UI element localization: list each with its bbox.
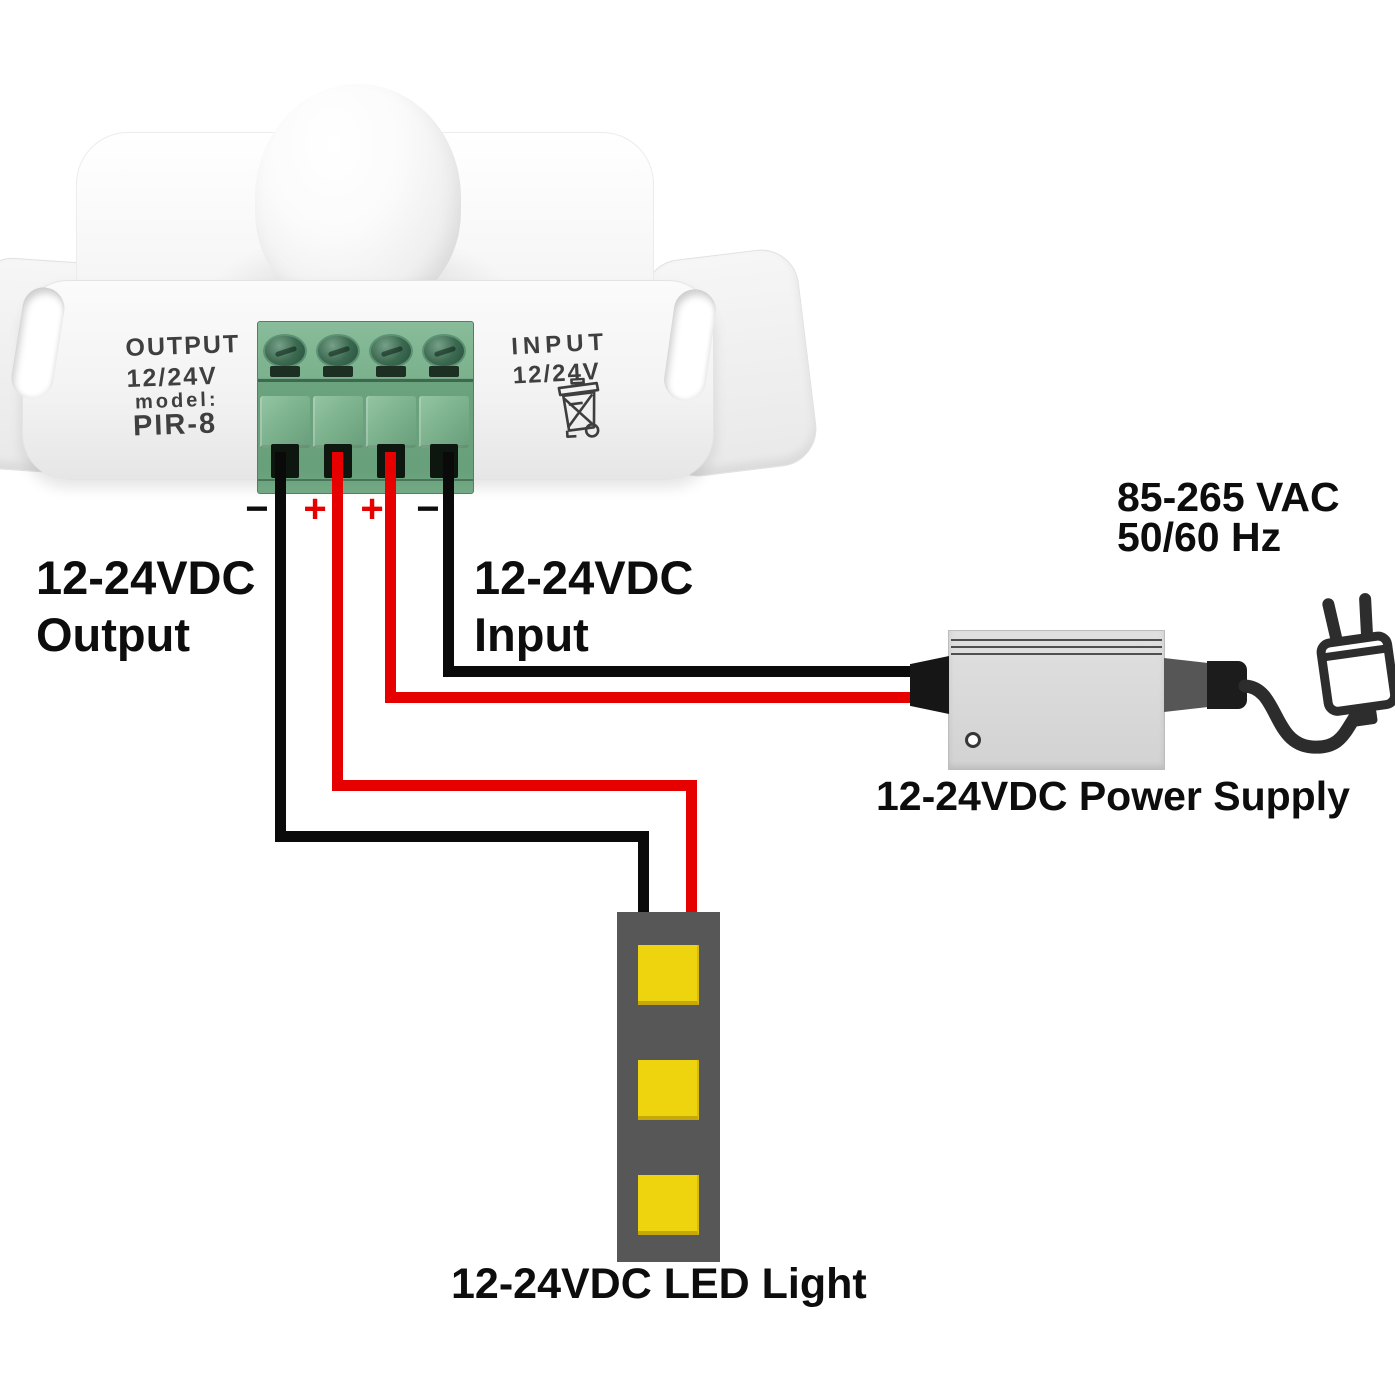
polarity-output-positive: + <box>303 487 327 531</box>
terminal-screw-3 <box>369 334 413 368</box>
wire-output-positive-drop <box>686 780 697 913</box>
weee-bin-icon <box>557 377 600 438</box>
wire-output-positive-horizontal <box>332 780 697 791</box>
terminal-clamp-4 <box>419 396 469 448</box>
wire-output-negative-horizontal <box>275 831 649 842</box>
plug-body <box>1314 629 1395 718</box>
wire-output-negative-vertical <box>275 452 286 842</box>
screw-slit <box>274 345 298 358</box>
pir-dome-lens <box>255 84 461 312</box>
power-supply-label: 12-24VDC Power Supply <box>876 773 1350 819</box>
wire-input-negative-horizontal <box>443 666 913 677</box>
screw-slit <box>433 345 457 358</box>
psu-indicator-dot <box>965 732 981 748</box>
screw-slit <box>327 345 351 358</box>
polarity-output-negative: − <box>245 487 269 531</box>
input-label-line2: Input <box>474 608 589 661</box>
power-supply-box <box>948 630 1165 770</box>
terminal-clamp-1 <box>260 396 310 448</box>
terminal-vent-slot <box>323 366 353 377</box>
led-light-label: 12-24VDC LED Light <box>451 1260 867 1308</box>
output-label-line1: 12-24VDC <box>36 551 256 604</box>
psu-vent-line <box>951 639 1162 641</box>
psu-dc-connector <box>910 656 949 714</box>
input-label-line1: 12-24VDC <box>474 551 694 604</box>
terminal-vent-slot <box>270 366 300 377</box>
device-output-label: OUTPUT 12/24V <box>125 329 242 395</box>
screw-slit <box>380 345 404 358</box>
output-label: 12-24VDC Output <box>36 549 255 663</box>
wire-output-negative-drop <box>638 831 649 913</box>
device-model-value: PIR-8 <box>132 407 218 443</box>
led-strip <box>617 912 720 1262</box>
output-label-line2: Output <box>36 608 190 661</box>
wire-output-positive-vertical <box>332 452 343 791</box>
polarity-input-negative: − <box>416 487 440 531</box>
terminal-seam <box>258 379 473 382</box>
psu-vent-line <box>951 646 1162 648</box>
device-output-label-line1: OUTPUT <box>124 330 241 363</box>
terminal-clamp-2 <box>313 396 363 448</box>
psu-vent-line <box>951 653 1162 655</box>
terminal-vent-slot <box>376 366 406 377</box>
terminal-clamp-3 <box>366 396 416 448</box>
terminal-block <box>257 321 474 494</box>
terminal-vent-slot <box>429 366 459 377</box>
plug-cord-nub <box>1350 707 1378 728</box>
led-chip-2 <box>638 1060 699 1120</box>
led-chip-3 <box>638 1175 699 1235</box>
led-chip-1 <box>638 945 699 1005</box>
terminal-screw-2 <box>316 334 360 368</box>
terminal-screw-1 <box>263 334 307 368</box>
terminal-screw-4 <box>422 334 466 368</box>
wire-input-positive-vertical <box>385 452 396 703</box>
wire-input-positive-horizontal <box>385 692 913 703</box>
ac-rating-line2: 50/60 Hz <box>1117 514 1282 560</box>
wire-input-negative-vertical <box>443 452 454 677</box>
polarity-input-positive: + <box>360 487 384 531</box>
input-label: 12-24VDC Input <box>474 549 693 663</box>
power-cord <box>1238 679 1362 754</box>
psu-ac-connector-inner <box>1164 658 1207 712</box>
terminal-seam <box>258 479 473 481</box>
ac-rating-label: 85-265 VAC 50/60 Hz <box>1117 474 1340 560</box>
ac-rating-line1: 85-265 VAC <box>1117 474 1340 520</box>
